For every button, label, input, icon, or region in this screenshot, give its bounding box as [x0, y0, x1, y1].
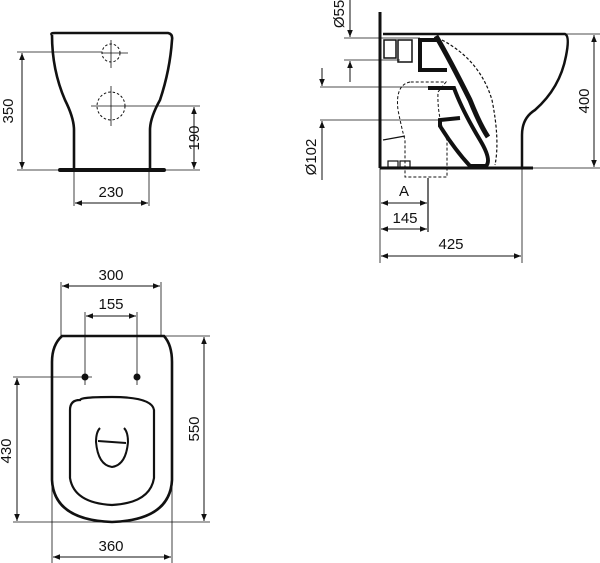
label-230: 230	[98, 184, 123, 201]
side-bowl-outline	[383, 32, 569, 168]
label-190: 190	[186, 125, 203, 150]
label-145: 145	[392, 210, 417, 227]
label-425: 425	[438, 236, 463, 253]
side-view: Ø55 Ø102 400 A 145 425	[303, 0, 600, 263]
label-d55: Ø55	[331, 0, 348, 28]
label-350: 350	[0, 98, 17, 123]
label-d102: Ø102	[303, 139, 320, 176]
front-view: 350 190 230	[0, 31, 203, 206]
top-view: 300 155 430 550 360	[0, 267, 210, 563]
label-a: A	[399, 183, 409, 200]
bowl-opening	[68, 395, 156, 507]
label-300: 300	[98, 267, 123, 284]
label-360: 360	[98, 538, 123, 555]
label-550: 550	[186, 416, 203, 441]
label-400: 400	[576, 88, 593, 113]
front-view-outline	[50, 31, 174, 170]
label-155: 155	[98, 296, 123, 313]
label-430: 430	[0, 438, 15, 463]
